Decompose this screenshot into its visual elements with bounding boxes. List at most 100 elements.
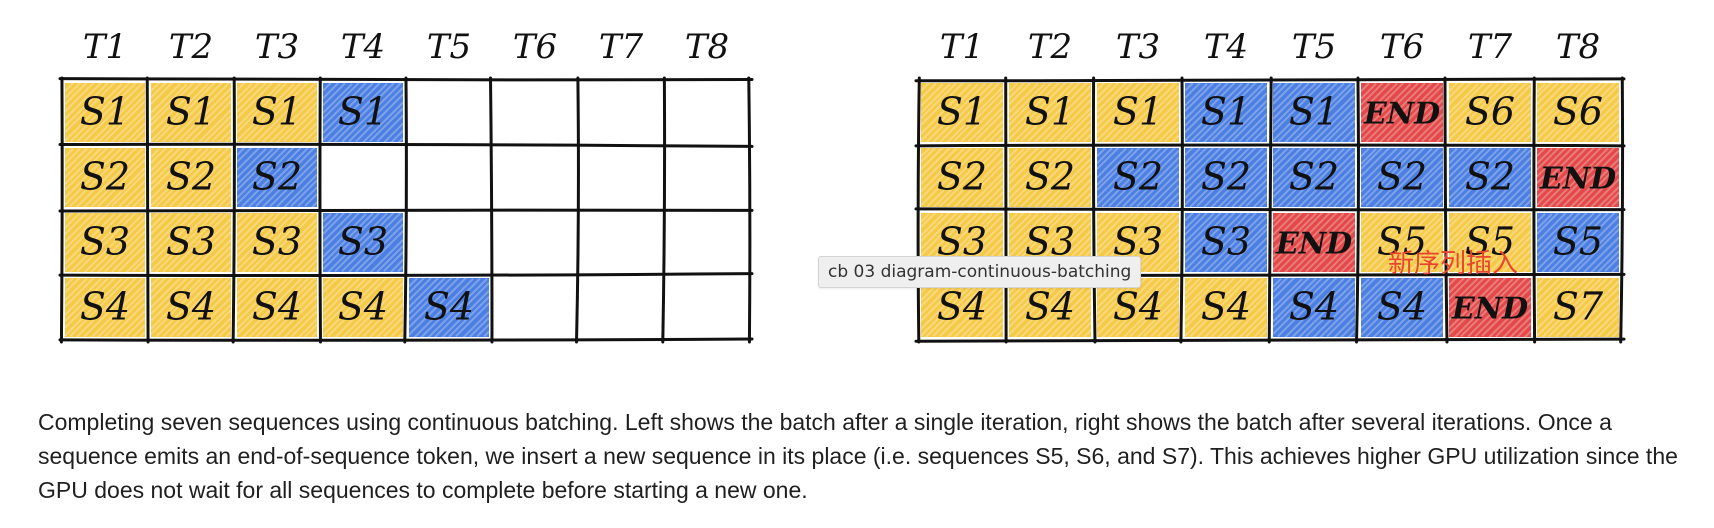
sequence-token-label: S2 [1377, 155, 1427, 199]
sequence-token-label: S1 [1289, 90, 1339, 134]
sequence-token-label: S1 [1025, 90, 1075, 134]
time-step-label: T6 [1380, 27, 1424, 67]
batch-cell: S2 [1096, 146, 1180, 208]
batch-cell: S6 [1448, 81, 1532, 144]
batch-cell: S2 [1360, 146, 1444, 209]
batch-cell: S2 [1448, 146, 1532, 209]
batch-cell: S1 [920, 81, 1004, 144]
time-step-label: T5 [1292, 27, 1336, 67]
sequence-token-label: S4 [1113, 285, 1163, 329]
sequence-token-label: S6 [1553, 90, 1603, 134]
sequence-token-label: S2 [1113, 155, 1163, 199]
batch-cell: END [1536, 146, 1620, 209]
sequence-token-label: S1 [1113, 90, 1163, 134]
batch-cell: S1 [1272, 81, 1356, 144]
time-step-label: T2 [169, 27, 213, 67]
batch-cell: S1 [1184, 81, 1268, 144]
time-step-label: T3 [1116, 27, 1160, 67]
sequence-token-label: S4 [1377, 285, 1427, 329]
batch-cell: S1 [150, 81, 232, 144]
batch-cell: S1 [236, 81, 318, 144]
batch-cell: S3 [322, 211, 404, 274]
grid-lines [914, 76, 1626, 344]
time-step-label: T4 [1204, 27, 1248, 67]
time-step-label: T1 [940, 27, 984, 67]
sequence-token-label: S2 [252, 155, 302, 199]
end-token-label: END [1275, 227, 1352, 262]
time-step-label: T8 [1556, 27, 1600, 67]
time-step-label: T1 [83, 27, 127, 67]
batch-cell: S1 [1096, 81, 1180, 144]
sequence-token-label: S1 [937, 90, 987, 134]
sequence-token-label: S1 [252, 90, 302, 134]
sequence-token-label: S5 [1553, 220, 1603, 264]
batch-cell: S2 [236, 146, 318, 209]
sequence-token-label: S4 [1025, 285, 1075, 329]
sequence-token-label: S3 [1201, 220, 1251, 264]
sequence-token-label: S5 [1377, 220, 1427, 264]
time-step-label: T7 [1468, 27, 1513, 67]
batch-cell: S2 [150, 146, 232, 209]
sequence-token-label: S2 [1289, 155, 1339, 199]
time-step-label: T6 [513, 27, 557, 67]
batch-cell: S1 [64, 81, 146, 144]
batch-cell: S2 [920, 146, 1004, 209]
batch-cell: S5 [1448, 211, 1532, 274]
sequence-token-label: S3 [252, 220, 302, 264]
batch-cell: S4 [150, 276, 232, 339]
end-token-label: END [1363, 97, 1440, 132]
batch-cell: S1 [322, 81, 404, 144]
time-step-label: T3 [255, 27, 299, 67]
batch-cell: END [1272, 211, 1356, 274]
time-step-label: T7 [599, 27, 644, 67]
batch-cell: S4 [1184, 276, 1268, 339]
batch-cell: S2 [1008, 146, 1092, 209]
sequence-token-label: S1 [166, 90, 216, 134]
sequence-token-label: S2 [937, 155, 987, 199]
sequence-token-label: S4 [937, 285, 987, 329]
sequence-token-label: S1 [1201, 90, 1251, 134]
sequence-token-label: S2 [1465, 155, 1515, 199]
sequence-token-label: S4 [1289, 285, 1339, 329]
batch-cell: S4 [1360, 276, 1444, 339]
batch-cell: S5 [1536, 211, 1620, 274]
sequence-token-label: S3 [80, 220, 130, 264]
batch-cell: S1 [1008, 81, 1092, 144]
time-step-label: T2 [1028, 27, 1072, 67]
sequence-token-label: S2 [1201, 155, 1251, 199]
sequence-token-label: S4 [424, 285, 474, 329]
end-token-label: END [1451, 292, 1528, 327]
batch-cell: S4 [1272, 276, 1356, 339]
batch-cell: S3 [1184, 211, 1268, 274]
sequence-token-label: S5 [1465, 220, 1515, 264]
image-tooltip: cb 03 diagram-continuous-batching [818, 256, 1142, 288]
sequence-token-label: S4 [1201, 285, 1251, 329]
grid-lines [58, 76, 754, 344]
batch-cell: S4 [64, 276, 146, 339]
sequence-token-label: S4 [338, 285, 388, 329]
batch-cell: S4 [408, 276, 490, 339]
time-step-label: T5 [427, 27, 471, 67]
batch-cell: S6 [1536, 81, 1620, 144]
batch-cell: S2 [64, 146, 146, 209]
batch-cell: S4 [322, 276, 404, 339]
sequence-token-label: S3 [166, 220, 216, 264]
sequence-token-label: S3 [338, 220, 388, 264]
sequence-token-label: S2 [80, 155, 130, 199]
batch-cell: S5 [1360, 211, 1444, 274]
sequence-token-label: S2 [1025, 155, 1075, 199]
sequence-token-label: S1 [338, 90, 388, 134]
batch-cell: S2 [1184, 146, 1268, 209]
figure-caption: Completing seven sequences using continu… [38, 409, 1678, 503]
sequence-token-label: S4 [166, 285, 216, 329]
new-sequence-inserted-annotation: 新序列插入 [1388, 249, 1519, 279]
batch-cell: END [1360, 81, 1444, 144]
sequence-token-label: S4 [80, 285, 130, 329]
batch-cell: S3 [150, 211, 232, 274]
batch-cell: S3 [64, 211, 146, 274]
sequence-token-label: S6 [1465, 90, 1515, 134]
sequence-token-label: S7 [1553, 285, 1604, 329]
